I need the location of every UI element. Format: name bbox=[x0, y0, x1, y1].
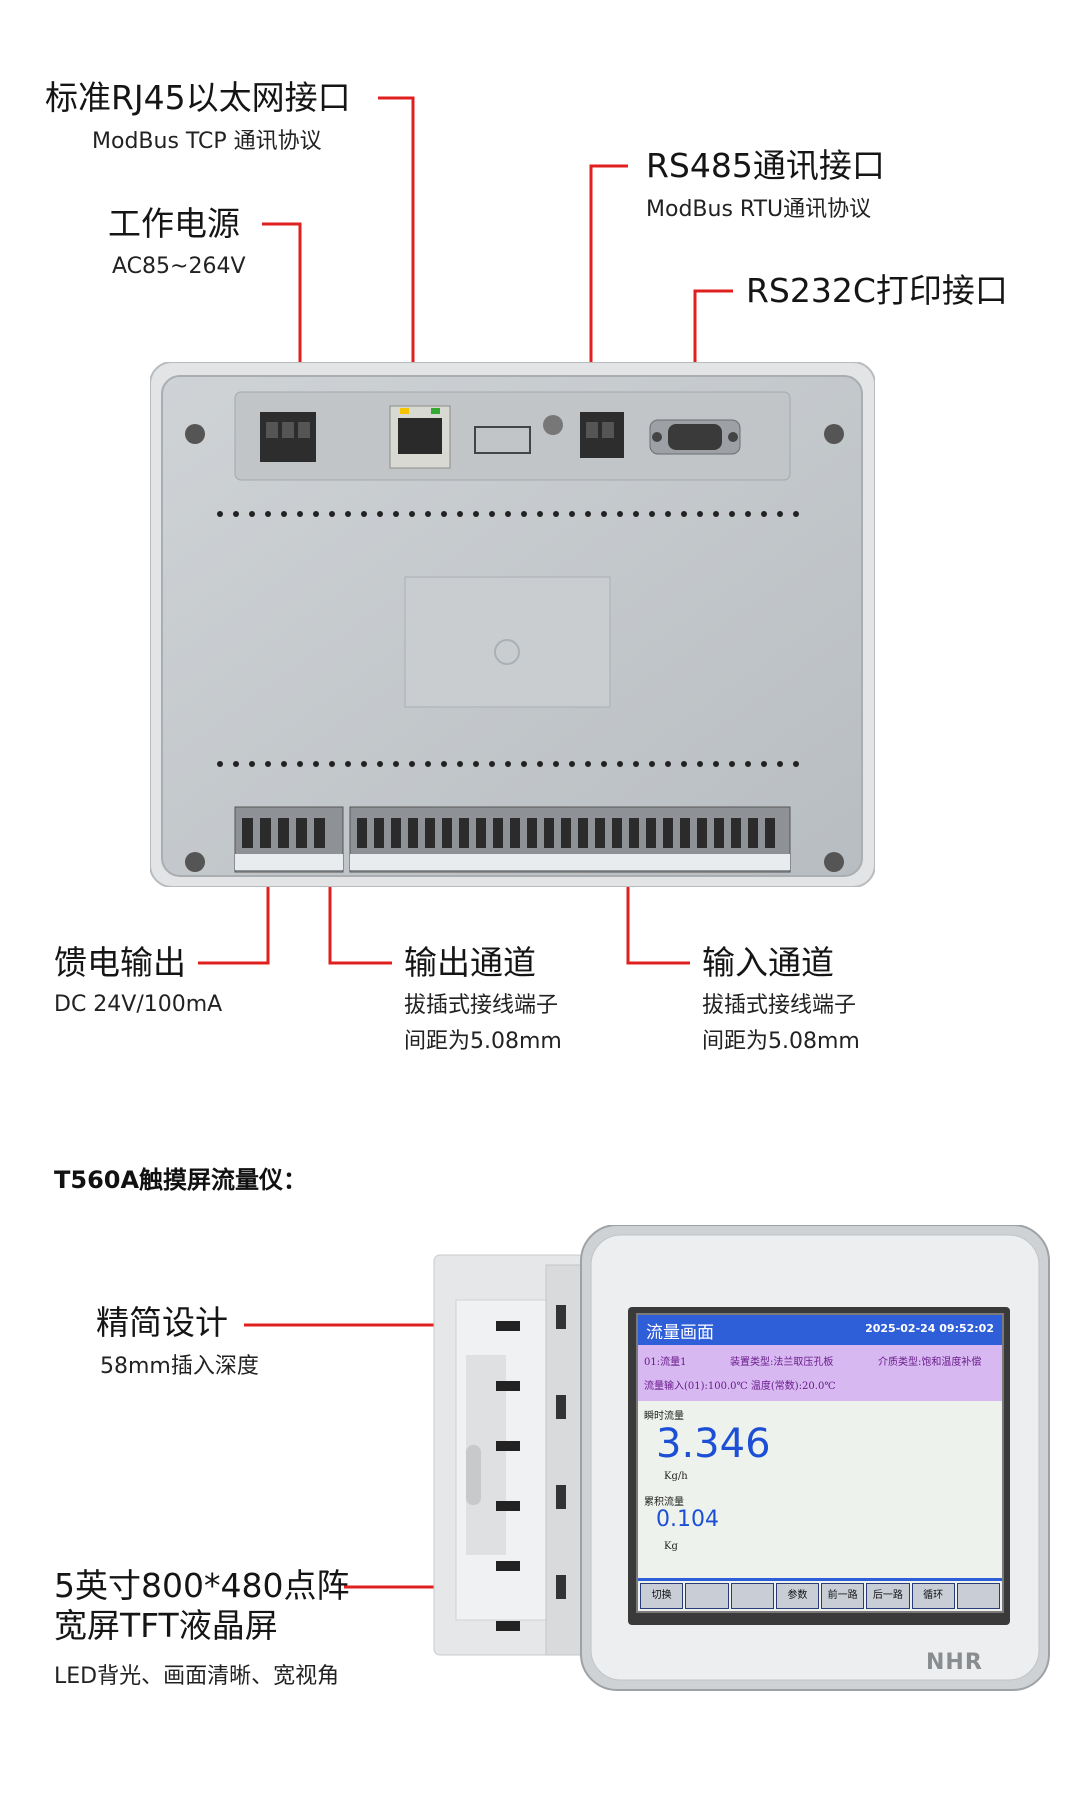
lcd-total-value: 0.104 bbox=[656, 1507, 719, 1532]
lcd-total-unit: Kg bbox=[664, 1541, 678, 1552]
lcd-button-switch[interactable]: 切换 bbox=[640, 1583, 684, 1609]
rj45-callout-sub: ModBus TCP 通讯协议 bbox=[92, 129, 322, 154]
lcd-screen: 流量画面 2025-02-24 09:52:02 01:流量1 装置类型:法兰取… bbox=[636, 1313, 1004, 1613]
lcd-title: 流量画面 bbox=[646, 1323, 714, 1343]
power-callout-title: 工作电源 bbox=[108, 204, 240, 243]
lcd-button-next[interactable]: 后一路 bbox=[866, 1583, 910, 1609]
rs232-callout-title: RS232C打印接口 bbox=[746, 271, 1008, 310]
brand-logo: NHR bbox=[926, 1650, 983, 1675]
lcd-button-cycle[interactable]: 循环 bbox=[911, 1583, 955, 1609]
lcd-button-row: 切换 参数 前一路 后一路 循环 bbox=[640, 1583, 1000, 1609]
section-heading: T560A触摸屏流量仪： bbox=[54, 1166, 308, 1194]
lcd-button-prev[interactable]: 前一路 bbox=[821, 1583, 865, 1609]
lcd-button-blank-2[interactable] bbox=[730, 1583, 774, 1609]
output-callout-sub2: 间距为5.08mm bbox=[404, 1029, 562, 1054]
lcd-datetime: 2025-02-24 09:52:02 bbox=[865, 1322, 994, 1335]
lcd-channel: 01:流量1 bbox=[644, 1357, 687, 1368]
rs485-callout-title: RS485通讯接口 bbox=[646, 146, 885, 185]
screen-callout-sub: LED背光、画面清晰、宽视角 bbox=[54, 1664, 340, 1689]
lcd-instant-label: 瞬时流量 bbox=[644, 1411, 684, 1422]
design-callout-sub: 58mm插入深度 bbox=[100, 1354, 259, 1379]
lcd-button-params[interactable]: 参数 bbox=[775, 1583, 819, 1609]
lcd-total-label: 累积流量 bbox=[644, 1497, 684, 1508]
lcd-instant-unit: Kg/h bbox=[664, 1471, 688, 1482]
rs485-callout-sub: ModBus RTU通讯协议 bbox=[646, 197, 872, 222]
rj45-callout-title: 标准RJ45以太网接口 bbox=[45, 78, 351, 117]
lcd-device-type: 装置类型:法兰取压孔板 bbox=[730, 1357, 834, 1368]
lcd-instant-value: 3.346 bbox=[656, 1421, 771, 1467]
output-callout-title: 输出通道 bbox=[404, 943, 536, 982]
power-callout-sub: AC85~264V bbox=[112, 254, 246, 279]
feed-callout-title: 馈电输出 bbox=[54, 943, 186, 982]
lcd-button-separator bbox=[638, 1578, 1002, 1581]
design-callout-title: 精简设计 bbox=[96, 1303, 228, 1342]
lcd-info-panel: 01:流量1 装置类型:法兰取压孔板 介质类型:饱和温度补偿 流量输入(01):… bbox=[638, 1345, 1002, 1401]
input-callout-sub1: 拔插式接线端子 bbox=[702, 993, 857, 1018]
screen-callout-title1: 5英寸800*480点阵 bbox=[54, 1566, 350, 1605]
lcd-title-bar: 流量画面 2025-02-24 09:52:02 bbox=[638, 1315, 1002, 1345]
lcd-button-blank-1[interactable] bbox=[685, 1583, 729, 1609]
device-rear-view bbox=[150, 362, 875, 887]
feed-callout-sub: DC 24V/100mA bbox=[54, 992, 223, 1017]
input-callout-title: 输入通道 bbox=[702, 943, 834, 982]
lcd-medium-type: 介质类型:饱和温度补偿 bbox=[878, 1357, 982, 1368]
output-callout-sub1: 拔插式接线端子 bbox=[404, 993, 559, 1018]
screen-callout-title2: 宽屏TFT液晶屏 bbox=[54, 1606, 278, 1645]
lcd-input-line: 流量输入(01):100.0℃ 温度(常数):20.0℃ bbox=[644, 1381, 836, 1392]
input-callout-sub2: 间距为5.08mm bbox=[702, 1029, 860, 1054]
lcd-button-blank-3[interactable] bbox=[956, 1583, 1000, 1609]
